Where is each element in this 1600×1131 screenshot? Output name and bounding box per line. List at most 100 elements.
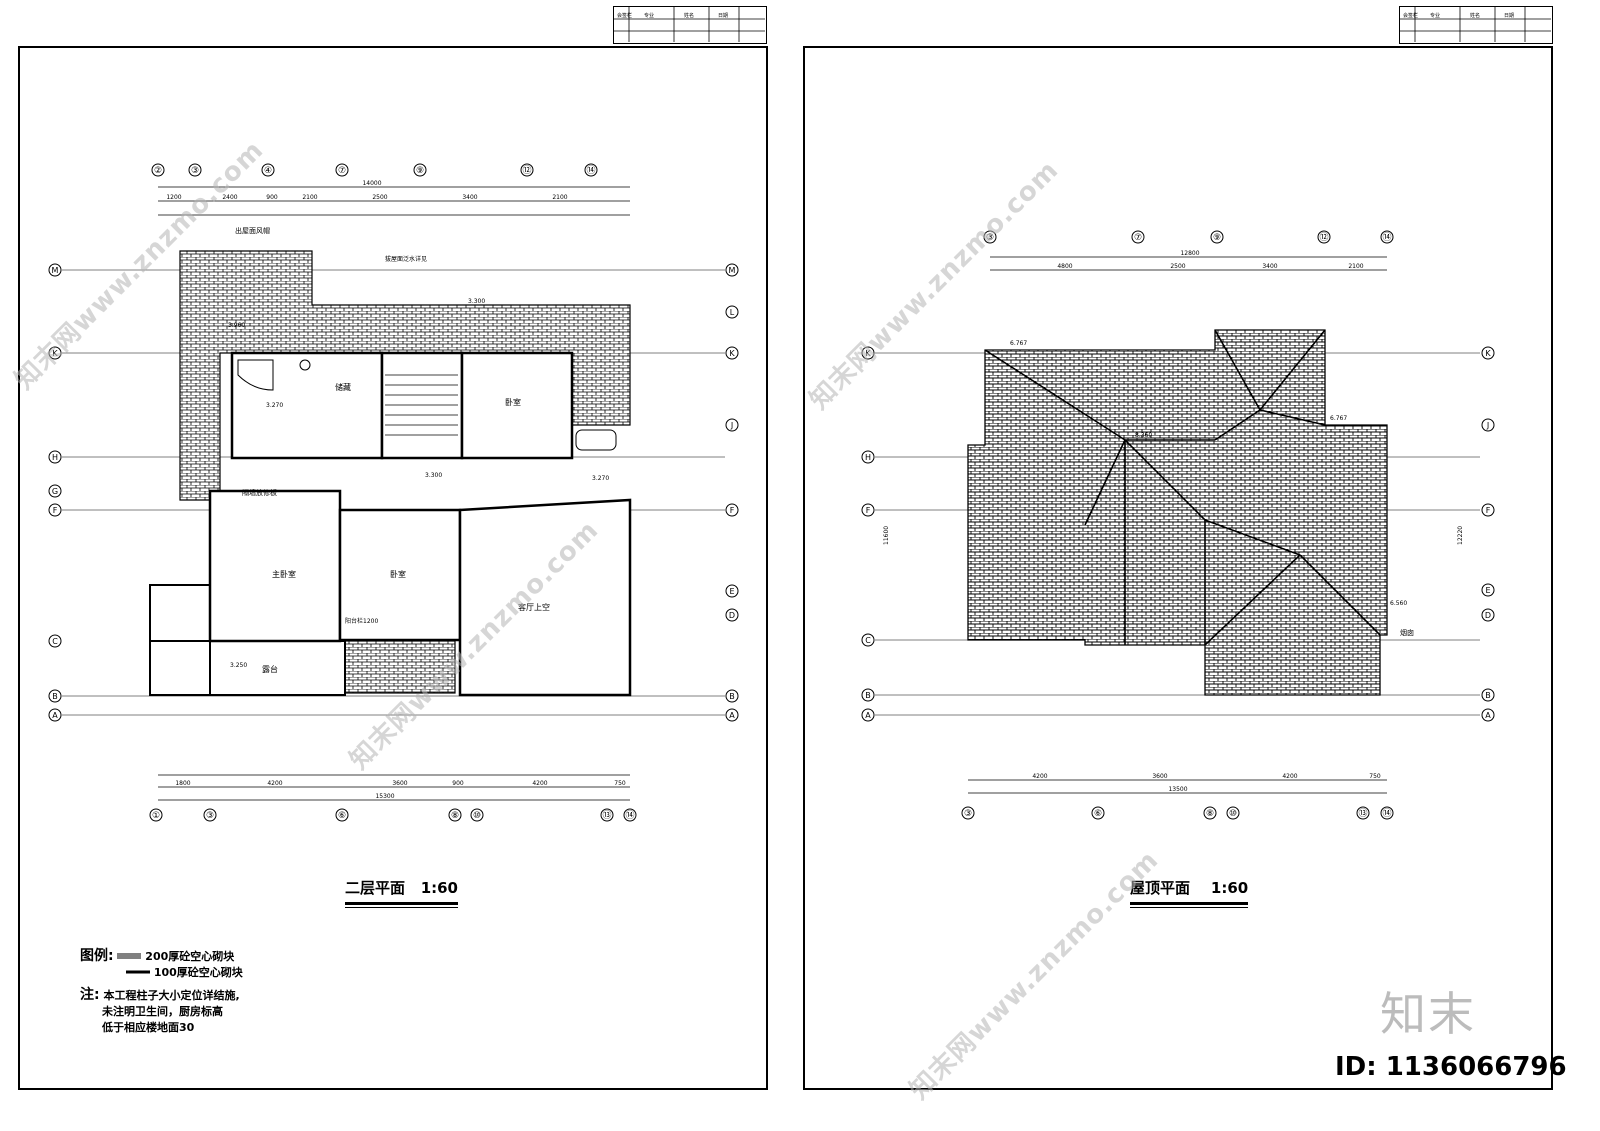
svg-text:3400: 3400 xyxy=(462,194,477,201)
note-heading: 注: xyxy=(80,987,100,1003)
svg-text:K: K xyxy=(729,349,735,358)
svg-text:1800: 1800 xyxy=(175,780,190,787)
roof-top-dims: 4800 2500 3400 2100 xyxy=(1057,263,1363,270)
axis-top-4: ⑨ xyxy=(416,166,424,176)
svg-text:M: M xyxy=(729,266,736,275)
roof-bottom-axis-markers: ③ ⑥ ⑧ ⑩ ⑬ ⑭ xyxy=(961,806,1394,820)
room-walls xyxy=(208,351,632,697)
bottom-dim-values: 1800 4200 3600 900 4200 750 15300 xyxy=(175,780,626,800)
svg-text:B: B xyxy=(865,691,871,700)
roof-bottom-dims: 4200 3600 4200 750 13500 xyxy=(1032,773,1381,793)
left-plan-name: 二层平面 xyxy=(345,879,406,897)
svg-text:E: E xyxy=(729,587,734,596)
svg-text:⑥: ⑥ xyxy=(1094,809,1102,819)
left-plan-scale: 1:60 xyxy=(420,879,458,897)
legend-item-100: 100厚砼空心砌块 xyxy=(153,966,243,979)
svg-text:C: C xyxy=(52,637,58,646)
axis-top-1: ③ xyxy=(191,166,199,176)
roof-elevations: 6.767 8.360 6.767 6.560 烟囱 xyxy=(1010,340,1414,637)
corner-bathtub-icon xyxy=(237,359,274,391)
svg-text:⑫: ⑫ xyxy=(1319,232,1328,243)
bottom-axis-markers: ① ③ ⑥ ⑧ ⑩ ⑬ ⑭ xyxy=(149,808,637,822)
note-line-2: 低于相应楼地面30 xyxy=(102,1021,195,1034)
room-label-bedroom-1: 卧室 xyxy=(390,569,406,579)
svg-text:2100: 2100 xyxy=(552,194,567,201)
bathtub-icon xyxy=(575,429,617,451)
toilet-icon xyxy=(299,359,311,371)
svg-text:3.300: 3.300 xyxy=(425,472,442,479)
stair-lines xyxy=(385,374,458,436)
svg-text:A: A xyxy=(52,711,58,720)
svg-text:6.767: 6.767 xyxy=(1010,340,1027,347)
svg-text:3.960: 3.960 xyxy=(228,322,245,329)
top-dimension-lines xyxy=(158,186,630,216)
svg-text:B: B xyxy=(1485,691,1491,700)
svg-text:⑭: ⑭ xyxy=(1382,232,1391,243)
right-title-block: 会签栏 专业 姓名 日期 xyxy=(1399,6,1553,44)
tb-header-0: 会签栏 xyxy=(617,12,632,19)
svg-text:2100: 2100 xyxy=(302,194,317,201)
svg-text:6.560: 6.560 xyxy=(1390,600,1407,607)
note-line-0: 本工程柱子大小定位详结施, xyxy=(103,989,240,1002)
room-label-bedroom-2: 卧室 xyxy=(505,397,521,407)
svg-text:4200: 4200 xyxy=(267,780,282,787)
svg-text:4200: 4200 xyxy=(1032,773,1047,780)
right-plan-scale: 1:60 xyxy=(1210,879,1249,897)
svg-text:⑦: ⑦ xyxy=(1134,233,1142,243)
svg-text:⑬: ⑬ xyxy=(602,810,611,821)
image-id-label: ID: 1136066796 xyxy=(1335,1052,1567,1082)
roof-plan: ③ ⑦ ⑨ ⑫ ⑭ 12800 4800 2500 3400 2100 K H … xyxy=(861,230,1495,820)
elevation-labels: 3.960 3.270 3.300 3.250 3.270 3.300 xyxy=(228,298,609,669)
label-roof-vent: 出屋面风帽 xyxy=(235,226,270,235)
svg-text:F: F xyxy=(866,506,871,515)
right-drawing-sheet xyxy=(803,46,1553,1090)
svg-text:F: F xyxy=(1486,506,1491,515)
svg-text:E: E xyxy=(1485,586,1490,595)
svg-text:A: A xyxy=(729,711,735,720)
left-title-block-grid: 会签栏 专业 姓名 日期 xyxy=(614,7,765,42)
svg-text:3.270: 3.270 xyxy=(266,402,283,409)
label-partition: 隔墙放修板 xyxy=(242,488,277,497)
legend-line-200-icon xyxy=(117,953,142,959)
legend-item-200: 200厚砼空心砌块 xyxy=(145,950,235,963)
left-title-block: 会签栏 专业 姓名 日期 xyxy=(613,6,767,44)
svg-text:⑧: ⑧ xyxy=(1206,809,1214,819)
right-title-block-grid: 会签栏 专业 姓名 日期 xyxy=(1400,7,1551,42)
svg-text:⑭: ⑭ xyxy=(1382,808,1391,819)
svg-text:B: B xyxy=(52,692,58,701)
svg-text:900: 900 xyxy=(266,194,278,201)
right-plan-title: 屋顶平面 1:60 xyxy=(1130,877,1249,908)
legend-line-100-icon xyxy=(126,970,150,974)
svg-text:会签栏: 会签栏 xyxy=(1403,12,1418,19)
svg-text:日期: 日期 xyxy=(1504,13,1514,19)
svg-text:③: ③ xyxy=(964,809,972,819)
svg-text:K: K xyxy=(52,349,58,358)
tb-header-1: 专业 xyxy=(644,12,654,19)
terrace-lower xyxy=(149,640,346,696)
svg-text:3400: 3400 xyxy=(1262,263,1277,270)
svg-text:750: 750 xyxy=(614,780,626,787)
svg-text:F: F xyxy=(730,506,735,515)
svg-text:H: H xyxy=(865,453,871,462)
top-dim-values: 1200 2400 900 2100 2500 3400 2100 xyxy=(166,194,567,201)
svg-text:750: 750 xyxy=(1369,773,1381,780)
svg-text:③: ③ xyxy=(206,811,214,821)
room-label-terrace: 露台 xyxy=(262,664,278,674)
chimney-label: 烟囱 xyxy=(1400,628,1414,637)
label-flashing: 拔屋面泛水详见 xyxy=(385,255,427,263)
svg-text:⑬: ⑬ xyxy=(1358,808,1367,819)
svg-text:D: D xyxy=(729,611,735,620)
svg-text:B: B xyxy=(729,692,735,701)
room-labels: 主卧室 卧室 卧室 客厅上空 露台 储藏 阳台栏1200 出屋面风帽 拔屋面泛水… xyxy=(235,226,550,674)
axis-top-5: ⑫ xyxy=(522,165,531,176)
svg-text:姓名: 姓名 xyxy=(1470,12,1480,19)
roof-side-total: 11600 xyxy=(883,526,890,545)
note-line-1: 未注明卫生间，厨房标高 xyxy=(102,1005,223,1018)
svg-text:③: ③ xyxy=(986,233,994,243)
svg-text:G: G xyxy=(52,487,58,496)
svg-text:8.360: 8.360 xyxy=(1135,432,1152,439)
svg-text:L: L xyxy=(730,308,735,317)
svg-text:2400: 2400 xyxy=(222,194,237,201)
top-dim-total: 14000 xyxy=(362,180,381,187)
svg-text:4200: 4200 xyxy=(1282,773,1297,780)
